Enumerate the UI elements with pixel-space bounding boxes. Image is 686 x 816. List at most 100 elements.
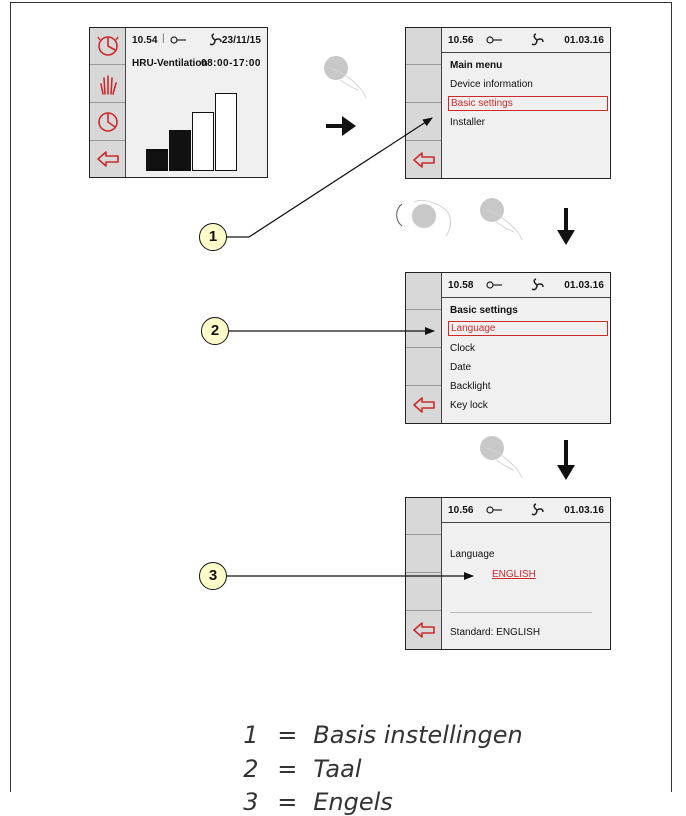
legend-text: Taal <box>313 755 362 783</box>
program-schedule: 08:00-17:00 <box>201 58 261 69</box>
sidebar-cell <box>406 535 441 573</box>
callout-1: 1 <box>199 223 227 251</box>
settings-item-date[interactable]: Date <box>450 362 472 373</box>
language-screen: 10.56 01.03.16 Language ENGLISH Standard… <box>405 497 611 650</box>
status-date: 01.03.16 <box>564 35 604 46</box>
language-sidebar <box>406 498 442 649</box>
sidebar-cell <box>406 310 441 348</box>
fan-icon <box>531 503 544 516</box>
legend-row-3: 3 = Engels <box>228 760 393 816</box>
ventilation-level-bars <box>146 81 266 171</box>
key-icon <box>486 281 502 289</box>
settings-title: Basic settings <box>450 305 518 316</box>
back-arrow-icon <box>412 151 435 168</box>
home-screen: 10.54 | 23/11/15 HRU-Ventilation 08:00-1… <box>89 27 268 178</box>
sidebar-cell <box>406 28 441 65</box>
fan-icon <box>209 33 222 46</box>
ventilation-bar <box>215 93 237 171</box>
language-value[interactable]: ENGLISH <box>492 569 536 580</box>
sidebar-cell <box>406 573 441 611</box>
tap-gesture-icon <box>480 198 523 241</box>
legend-number: 2 <box>243 755 259 783</box>
legend-text: Basis instellingen <box>313 721 523 749</box>
home-sidebar <box>90 28 126 177</box>
legend-number: 1 <box>243 721 259 749</box>
settings-list: Basic settings Language Clock Date Backl… <box>442 298 610 423</box>
callout-3: 3 <box>199 562 227 590</box>
main-menu-list: Main menu Device information Basic setti… <box>442 53 610 178</box>
sidebar-clock-button[interactable] <box>90 28 125 65</box>
settings-item-backlight[interactable]: Backlight <box>450 381 491 392</box>
settings-status-bar: 10.58 01.03.16 <box>442 273 610 298</box>
figure-frame <box>10 2 672 792</box>
status-time: 10.58 <box>448 280 474 291</box>
back-arrow-icon <box>412 622 435 638</box>
back-arrow-icon <box>96 151 119 167</box>
ventilation-bar <box>169 130 191 171</box>
sidebar-back-button[interactable] <box>406 611 441 649</box>
ventilation-bar <box>192 112 214 171</box>
status-divider: | <box>162 33 165 44</box>
status-date: 01.03.16 <box>564 505 604 516</box>
language-standard: Standard: ENGLISH <box>450 627 541 638</box>
menu-status-bar: 10.56 01.03.16 <box>442 28 610 53</box>
sidebar-cell <box>406 498 441 535</box>
sidebar-cell <box>406 348 441 386</box>
settings-sidebar <box>406 273 442 423</box>
divider <box>450 612 592 613</box>
hand-icon <box>99 74 117 95</box>
menu-item-installer[interactable]: Installer <box>450 117 486 128</box>
program-name: HRU-Ventilation <box>132 58 208 69</box>
key-icon <box>486 36 502 44</box>
ventilation-bar <box>146 149 168 171</box>
fan-icon <box>531 278 544 291</box>
next-arrow-down-2 <box>557 440 575 480</box>
status-time: 10.56 <box>448 35 474 46</box>
menu-sidebar <box>406 28 442 178</box>
status-date: 23/11/15 <box>221 35 261 46</box>
language-content: Language ENGLISH Standard: ENGLISH <box>442 523 610 649</box>
menu-item-basic-settings[interactable]: Basic settings <box>448 96 608 111</box>
settings-item-clock[interactable]: Clock <box>450 343 476 354</box>
legend-equals: = <box>277 755 298 783</box>
key-icon <box>170 36 186 44</box>
callout-1-leader <box>227 117 433 238</box>
clock-icon <box>96 36 119 56</box>
menu-item-device-information[interactable]: Device information <box>450 79 533 90</box>
status-time: 10.54 <box>132 35 158 46</box>
basic-settings-screen: 10.58 01.03.16 Basic settings Language C… <box>405 272 611 424</box>
tap-gesture-icon <box>480 436 523 479</box>
pie-icon <box>97 111 118 132</box>
status-time: 10.56 <box>448 505 474 516</box>
legend-row-1: 1 = Basis instellingen <box>228 693 523 749</box>
sidebar-back-button[interactable] <box>406 386 441 423</box>
key-icon <box>486 506 502 514</box>
sidebar-manual-button[interactable] <box>90 65 125 103</box>
back-arrow-icon <box>412 396 435 413</box>
rotate-gesture-icon <box>396 199 451 237</box>
home-status-bar: 10.54 | 23/11/15 <box>126 28 267 53</box>
language-status-bar: 10.56 01.03.16 <box>442 498 610 523</box>
sidebar-back-button[interactable] <box>406 141 441 178</box>
menu-title: Main menu <box>450 60 503 71</box>
legend-equals: = <box>277 721 298 749</box>
main-menu-screen: 10.56 01.03.16 Main menu Device informat… <box>405 27 611 179</box>
settings-item-language[interactable]: Language <box>448 321 608 336</box>
tap-gesture-icon <box>324 56 367 99</box>
legend-row-2: 2 = Taal <box>228 727 362 783</box>
sidebar-cell <box>406 273 441 310</box>
next-arrow-down-1 <box>557 208 575 245</box>
callout-2: 2 <box>201 317 229 345</box>
sidebar-cell <box>406 103 441 141</box>
sidebar-cell <box>406 65 441 103</box>
legend-text: Engels <box>313 788 393 816</box>
fan-icon <box>531 33 544 46</box>
status-date: 01.03.16 <box>564 280 604 291</box>
legend-equals: = <box>277 788 298 816</box>
legend-number: 3 <box>243 788 259 816</box>
sidebar-back-button[interactable] <box>90 141 125 177</box>
settings-item-key-lock[interactable]: Key lock <box>450 400 488 411</box>
next-arrow-right <box>326 116 356 136</box>
sidebar-program-button[interactable] <box>90 103 125 141</box>
